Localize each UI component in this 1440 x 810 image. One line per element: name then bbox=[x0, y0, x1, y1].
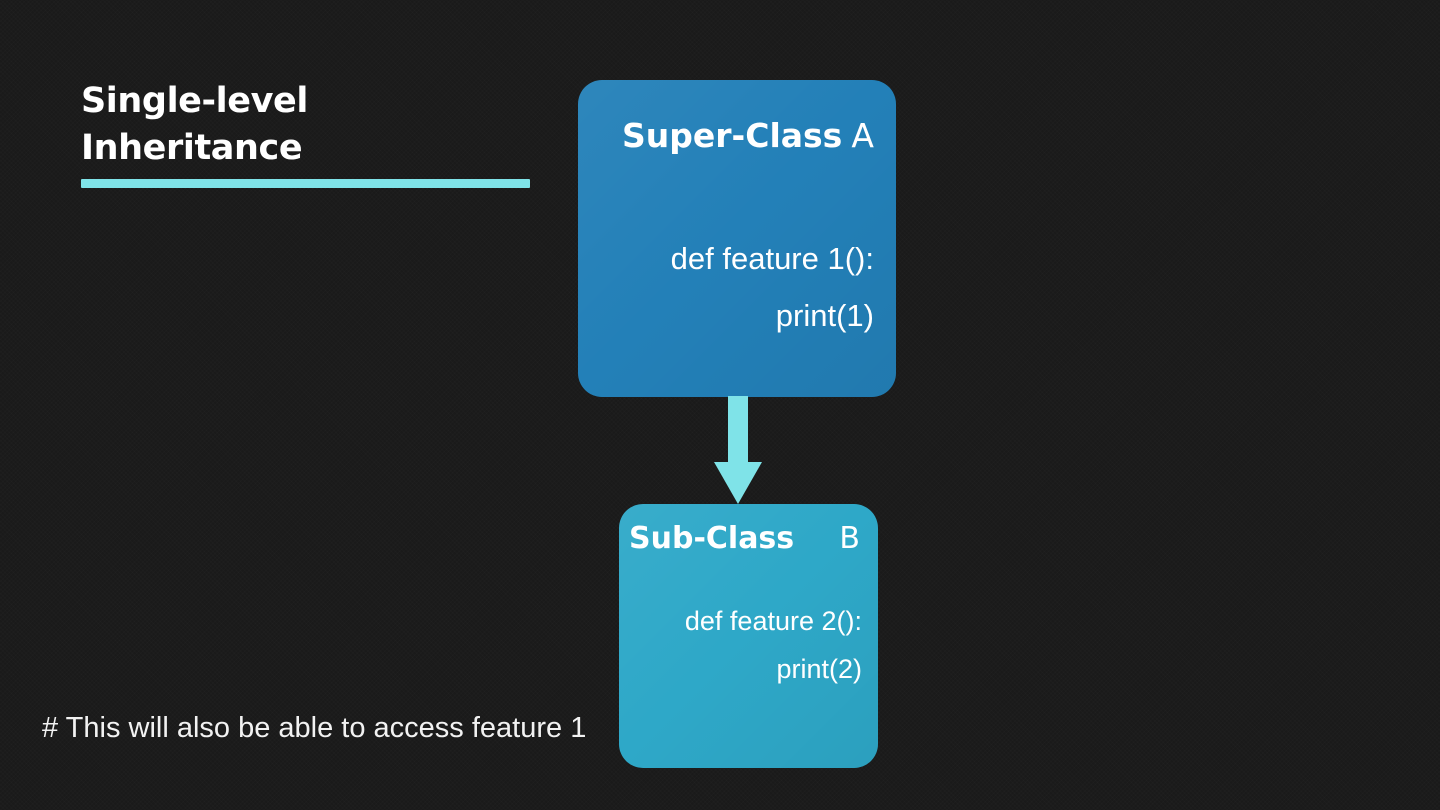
inheritance-arrow-icon bbox=[714, 396, 762, 504]
super-class-header: Super-Class A bbox=[578, 116, 896, 155]
sub-class-title: Sub-Class bbox=[629, 521, 795, 556]
code-line: print(2) bbox=[776, 654, 862, 684]
sub-class-code: def feature 2(): print(2) bbox=[633, 597, 862, 693]
sub-class-header: Sub-Class B bbox=[619, 521, 878, 556]
title-line-2: Inheritance bbox=[81, 128, 303, 168]
code-line: def feature 2(): bbox=[684, 606, 862, 636]
page-title: Single-level Inheritance bbox=[81, 78, 541, 188]
title-underline-rule bbox=[81, 179, 530, 188]
code-line: print(1) bbox=[775, 298, 874, 333]
sub-class-letter: B bbox=[839, 521, 860, 556]
comment-note: # This will also be able to access featu… bbox=[42, 712, 587, 744]
code-line: def feature 1(): bbox=[670, 241, 874, 276]
title-line-1: Single-level bbox=[81, 81, 308, 121]
super-class-letter: A bbox=[851, 116, 874, 155]
sub-class-box: Sub-Class B def feature 2(): print(2) bbox=[619, 504, 878, 768]
super-class-box: Super-Class A def feature 1(): print(1) bbox=[578, 80, 896, 397]
super-class-title: Super-Class bbox=[622, 116, 843, 155]
super-class-code: def feature 1(): print(1) bbox=[598, 230, 874, 344]
